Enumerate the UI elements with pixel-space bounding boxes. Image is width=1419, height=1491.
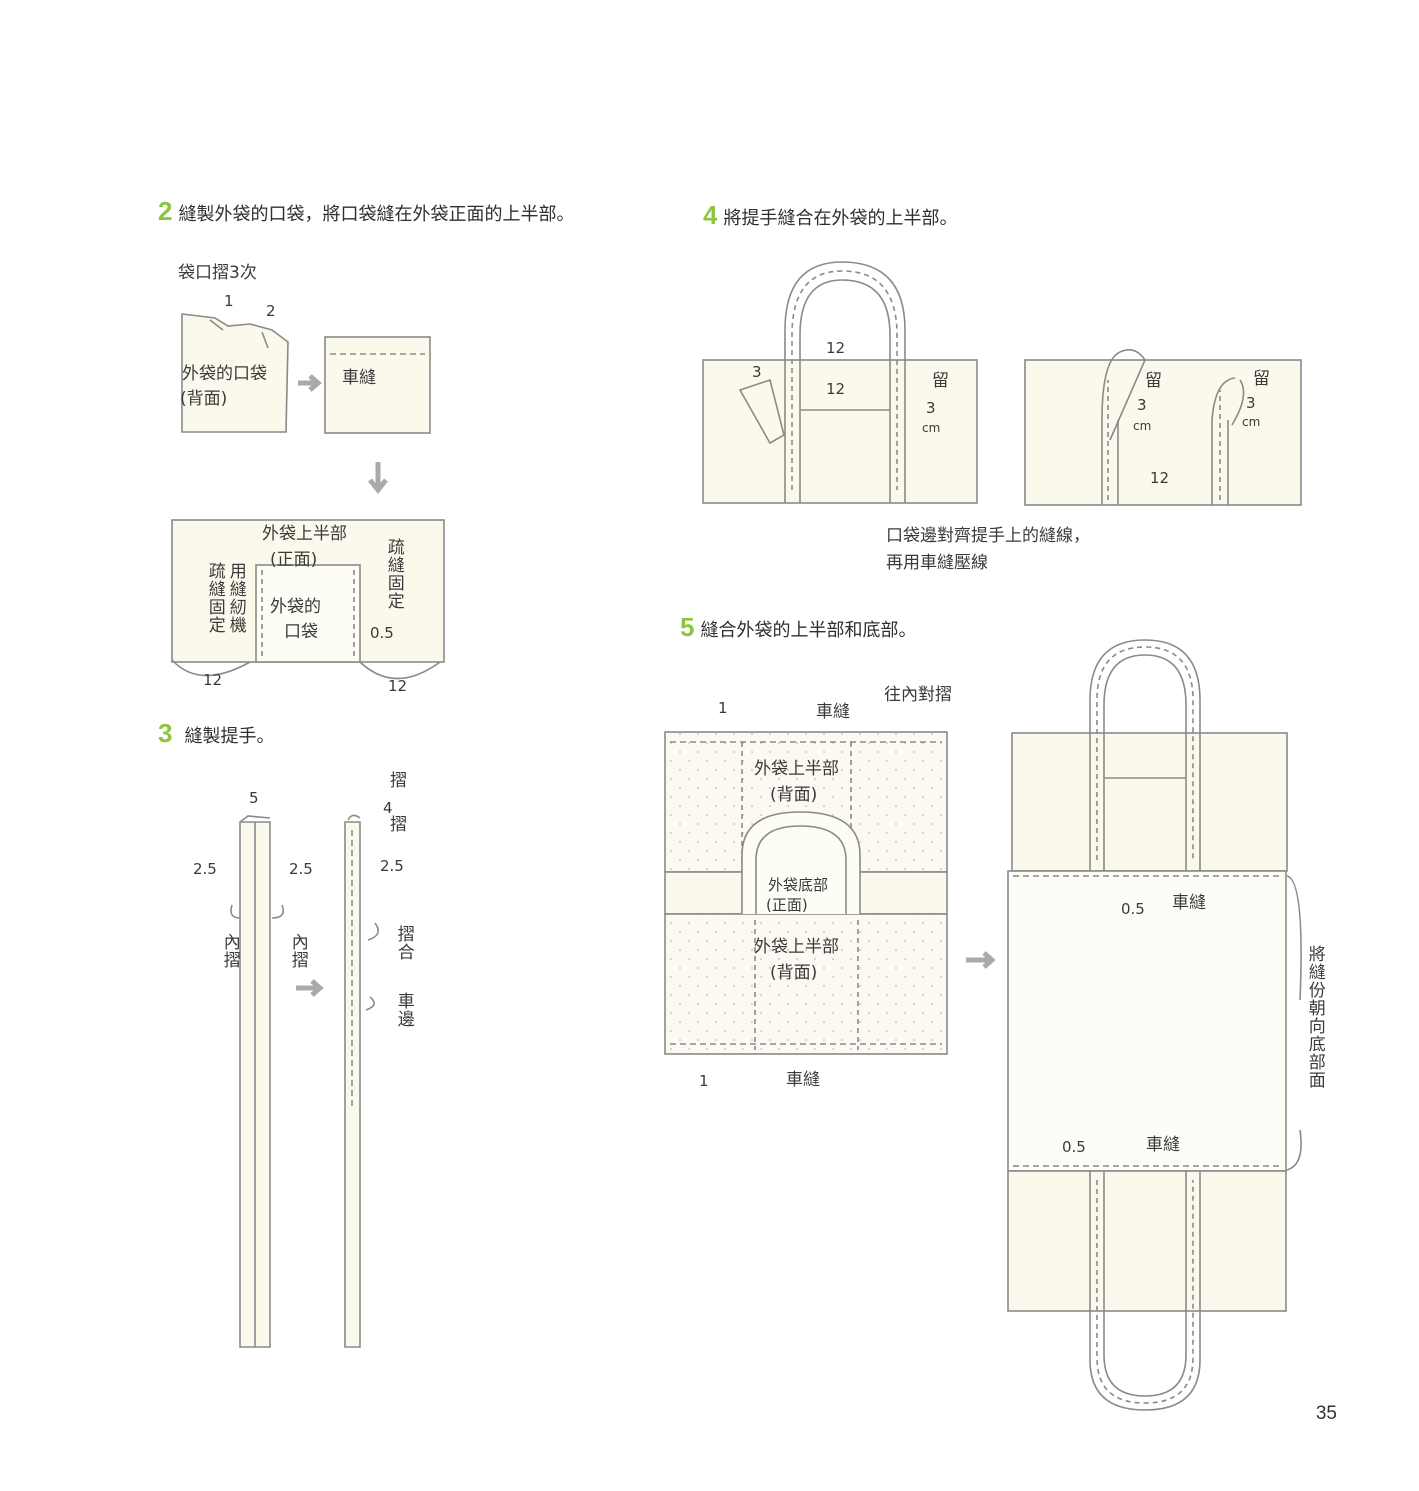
label-fold-top: 摺 (390, 771, 407, 791)
label-12-a: 12 (203, 671, 223, 689)
label-front-paren-b: (正面) (766, 896, 808, 914)
label-pocket-2: 外袋的 (270, 597, 321, 617)
step-5-text: 縫合外袋的上半部和底部。 (700, 620, 917, 641)
label-3-b: 3 (926, 399, 936, 417)
label-2: 2 (266, 302, 276, 320)
label-cm-b: cm (1133, 419, 1152, 433)
label-0-5-c: 0.5 (1062, 1138, 1086, 1156)
label-leave-c: 留 (1253, 369, 1270, 389)
label-inner-fold-a: 內摺 (219, 933, 240, 969)
label-pocket-2b: 口袋 (284, 622, 318, 642)
label-edge-stitch: 車邊 (393, 992, 414, 1028)
arrow-right-2 (296, 979, 324, 997)
finished-outer-bag (1007, 639, 1302, 1411)
label-align-note-1: 口袋邊對齊提手上的縫線， (886, 526, 1090, 546)
label-back-paren: (背面) (180, 389, 228, 409)
step-3-number: 3 (158, 718, 173, 748)
label-2-5-b: 2.5 (289, 860, 313, 878)
label-stitch-5: 車縫 (1146, 1135, 1180, 1155)
label-cm-a: cm (922, 421, 941, 435)
handle-strip-open (230, 815, 285, 1348)
label-upper-front: 外袋上半部 (262, 524, 347, 544)
label-0-5-a: 0.5 (370, 624, 394, 642)
step-2-number: 2 (158, 196, 173, 226)
arrow-down-1 (368, 462, 388, 495)
page-number: 35 (1315, 1403, 1337, 1424)
label-stitch-2: 車縫 (816, 702, 850, 722)
label-stitch-4: 車縫 (1172, 893, 1206, 913)
label-seam-note: 將縫份朝向底部面 (1304, 945, 1325, 1089)
label-2-5-c: 2.5 (380, 857, 404, 875)
label-1: 1 (224, 292, 234, 310)
step-4-number: 4 (703, 200, 718, 230)
label-fold-in: 往內對摺 (884, 685, 952, 705)
label-3-a: 3 (752, 363, 762, 381)
step-3-text: 縫製提手。 (184, 726, 275, 747)
label-inner-fold-b: 內摺 (287, 933, 308, 969)
label-1-b: 1 (699, 1072, 709, 1090)
label-4: 4 (383, 799, 393, 817)
label-fold-join: 摺合 (393, 925, 414, 961)
label-bottom-front: 外袋底部 (768, 876, 829, 894)
label-12-b: 12 (388, 677, 408, 695)
upper-panel-with-pocket (171, 519, 445, 680)
label-3-d: 3 (1246, 394, 1256, 412)
label-cm-c: cm (1242, 415, 1261, 429)
pocket-fold-diagram (181, 313, 289, 433)
step-3-title: 3 縫製提手。 (158, 718, 274, 749)
label-upper-back-a: 外袋上半部 (754, 759, 839, 779)
label-3-c: 3 (1137, 396, 1147, 414)
label-pocket-back: 外袋的口袋 (182, 364, 267, 384)
step-2-text: 縫製外袋的口袋，將口袋縫在外袋正面的上半部。 (178, 204, 575, 225)
label-back-paren-b: (背面) (770, 963, 818, 983)
label-stitch-1: 車縫 (342, 368, 376, 388)
handle-strip-folded (344, 814, 380, 1348)
assembly-stacked-panels (664, 731, 948, 1055)
arrow-right-3 (966, 951, 996, 969)
step-5-number: 5 (680, 612, 695, 642)
label-leave-b: 留 (1145, 371, 1162, 391)
label-front-paren: (正面) (270, 550, 318, 570)
label-baste-right: 疏縫固定 (383, 538, 404, 610)
label-upper-back-b: 外袋上半部 (754, 937, 839, 957)
label-baste-left: 疏縫固定 (204, 562, 225, 634)
bag-top-with-handle-right (1024, 349, 1302, 506)
label-5: 5 (249, 789, 259, 807)
label-12-e: 12 (1150, 469, 1170, 487)
label-back-paren-a: (背面) (770, 785, 818, 805)
label-12-c: 12 (826, 339, 846, 357)
label-fold-3-times: 袋口摺3次 (178, 263, 257, 283)
label-12-d: 12 (826, 380, 846, 398)
label-align-note-2: 再用車縫壓線 (886, 553, 988, 573)
label-2-5-a: 2.5 (193, 860, 217, 878)
label-0-5-b: 0.5 (1121, 900, 1145, 918)
label-leave-a: 留 (932, 371, 949, 391)
label-stitch-3: 車縫 (786, 1070, 820, 1090)
bag-top-with-handle-left (702, 261, 978, 504)
label-1-a: 1 (718, 699, 728, 717)
label-baste-machine: 用縫紉機 (225, 562, 246, 634)
pocket-stitched-diagram (324, 336, 431, 434)
step-4-text: 將提手縫合在外袋的上半部。 (723, 208, 958, 229)
label-fold-bottom: 摺 (390, 815, 407, 835)
arrow-right-1 (298, 374, 322, 392)
